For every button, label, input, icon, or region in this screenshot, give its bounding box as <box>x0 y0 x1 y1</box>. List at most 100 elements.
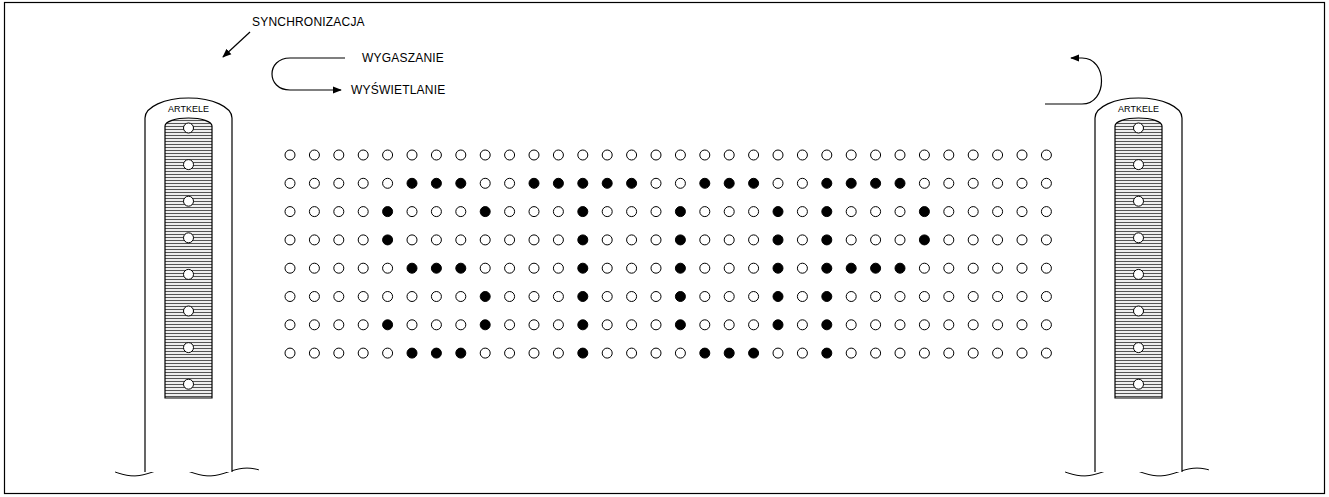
dark-dot <box>1041 263 1051 273</box>
dark-dot <box>1017 150 1027 160</box>
dark-dot <box>431 207 441 217</box>
dark-dot <box>724 263 734 273</box>
dark-dot <box>944 235 954 245</box>
dark-dot <box>675 150 685 160</box>
dark-dot <box>358 348 368 358</box>
dark-dot <box>309 320 319 330</box>
dark-dot <box>1041 150 1051 160</box>
dark-dot <box>383 292 393 302</box>
dark-dot <box>285 207 295 217</box>
lit-dot <box>627 178 637 188</box>
dot-matrix <box>285 150 1051 358</box>
post-body <box>145 98 232 472</box>
dark-dot <box>407 292 417 302</box>
dark-dot <box>431 235 441 245</box>
dark-dot <box>505 207 515 217</box>
dark-dot <box>846 235 856 245</box>
dark-dot <box>334 235 344 245</box>
dark-dot <box>968 178 978 188</box>
dark-dot <box>700 207 710 217</box>
dark-dot <box>578 150 588 160</box>
dark-dot <box>944 207 954 217</box>
lit-dot <box>675 235 685 245</box>
lit-dot <box>822 263 832 273</box>
dark-dot <box>919 320 929 330</box>
led-lamp <box>184 343 194 353</box>
lit-dot <box>700 348 710 358</box>
lit-dot <box>456 178 466 188</box>
dark-dot <box>749 263 759 273</box>
dark-dot <box>529 263 539 273</box>
dark-dot <box>1017 320 1027 330</box>
dark-dot <box>944 348 954 358</box>
dark-dot <box>334 178 344 188</box>
dark-dot <box>285 292 295 302</box>
dark-dot <box>334 348 344 358</box>
dark-dot <box>724 292 734 302</box>
lit-dot <box>431 348 441 358</box>
dark-dot <box>846 207 856 217</box>
display-post: ARTKELE <box>1095 98 1182 472</box>
dark-dot <box>309 178 319 188</box>
dark-dot <box>1041 292 1051 302</box>
dark-dot <box>1017 235 1027 245</box>
dark-dot <box>700 263 710 273</box>
cycle-arrow-right <box>1045 58 1102 104</box>
post-brand: ARTKELE <box>145 98 232 114</box>
dark-dot <box>358 150 368 160</box>
dark-dot <box>944 178 954 188</box>
lit-dot <box>919 207 929 217</box>
dark-dot <box>968 320 978 330</box>
lit-dot <box>431 263 441 273</box>
dark-dot <box>529 320 539 330</box>
dark-dot <box>651 292 661 302</box>
lit-dot <box>578 320 588 330</box>
dark-dot <box>1017 207 1027 217</box>
dark-dot <box>993 150 1003 160</box>
dark-dot <box>602 292 612 302</box>
lit-dot <box>529 178 539 188</box>
dark-dot <box>895 207 905 217</box>
dark-dot <box>797 320 807 330</box>
dark-dot <box>919 348 929 358</box>
dark-dot <box>871 150 881 160</box>
dark-dot <box>553 348 563 358</box>
dark-dot <box>968 292 978 302</box>
lit-dot <box>480 320 490 330</box>
led-lamp <box>1134 343 1144 353</box>
dark-dot <box>383 150 393 160</box>
lit-dot <box>407 263 417 273</box>
led-lamp <box>184 160 194 170</box>
dark-dot <box>505 348 515 358</box>
dark-dot <box>724 235 734 245</box>
dark-dot <box>895 235 905 245</box>
dark-dot <box>456 292 466 302</box>
dark-dot <box>553 292 563 302</box>
lit-dot <box>919 235 929 245</box>
dark-dot <box>1017 292 1027 302</box>
led-lamp <box>184 233 194 243</box>
dark-dot <box>993 348 1003 358</box>
dark-dot <box>773 348 783 358</box>
lit-dot <box>749 178 759 188</box>
dark-dot <box>895 320 905 330</box>
dark-dot <box>749 235 759 245</box>
dark-dot <box>871 320 881 330</box>
dark-dot <box>383 263 393 273</box>
dark-dot <box>724 150 734 160</box>
dark-dot <box>724 207 734 217</box>
dark-dot <box>602 235 612 245</box>
dark-dot <box>358 263 368 273</box>
dark-dot <box>358 320 368 330</box>
signal-label: WYŚWIETLANIE <box>351 83 445 97</box>
lit-dot <box>822 235 832 245</box>
led-panel <box>1115 118 1162 398</box>
dark-dot <box>651 207 661 217</box>
dark-dot <box>480 178 490 188</box>
led-lamp <box>1134 379 1144 389</box>
lit-dot <box>700 178 710 188</box>
lit-dot <box>578 207 588 217</box>
led-lamp <box>1134 306 1144 316</box>
dark-dot <box>797 235 807 245</box>
